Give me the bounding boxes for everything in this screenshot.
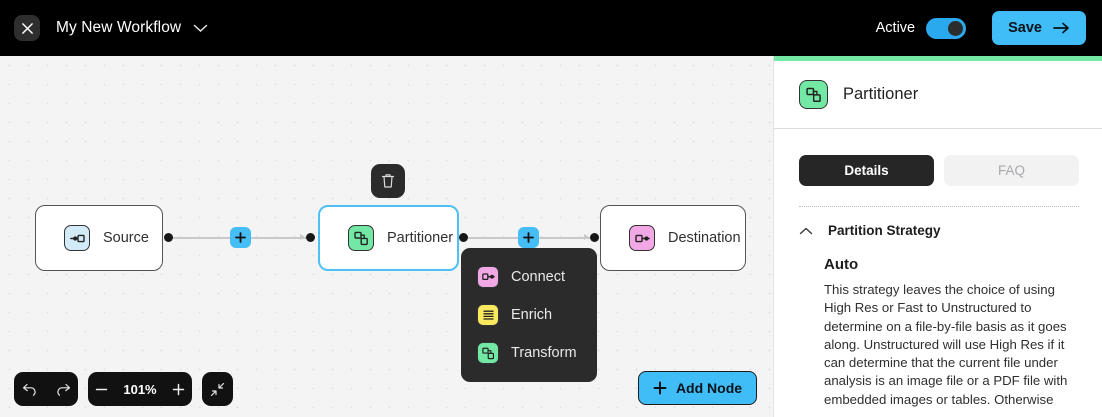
header-actions: Active Save (876, 11, 1086, 45)
partition-icon (348, 225, 374, 251)
dropdown-item-connect[interactable]: Connect (461, 258, 597, 296)
add-node-button[interactable]: Add Node (638, 371, 757, 405)
connect-icon (477, 266, 499, 288)
dropdown-item-transform-label: Transform (511, 345, 577, 361)
undo-icon (22, 383, 36, 396)
active-toggle[interactable] (926, 17, 967, 39)
node-source[interactable]: Source (35, 205, 163, 271)
app-header: My New Workflow Active Save (0, 0, 1102, 56)
tab-faq[interactable]: FAQ (944, 155, 1079, 186)
node-partitioner[interactable]: Partitioner (318, 205, 459, 271)
workflow-title-dropdown-button[interactable] (193, 24, 208, 33)
dropdown-item-enrich[interactable]: Enrich (461, 296, 597, 334)
panel-title: Partitioner (843, 85, 919, 103)
fit-screen-icon (210, 382, 225, 396)
edge-arrow-2 (584, 234, 589, 240)
zoom-level-label: 101% (123, 381, 157, 397)
panel-divider (799, 206, 1079, 207)
close-button[interactable] (14, 15, 40, 41)
dropdown-item-connect-label: Connect (511, 269, 566, 285)
tab-faq-label: FAQ (997, 163, 1025, 178)
trash-icon (381, 174, 395, 188)
plus-icon (172, 383, 184, 395)
plus-icon (653, 381, 667, 395)
save-button[interactable]: Save (992, 11, 1086, 45)
delete-node-button[interactable] (371, 164, 405, 198)
add-node-button-label: Add Node (675, 380, 743, 396)
strategy-description: This strategy leaves the choice of using… (824, 282, 1068, 407)
redo-button[interactable] (54, 383, 71, 396)
panel-tabs: Details FAQ (774, 129, 1102, 186)
panel-header: Partitioner (774, 61, 1102, 129)
dropdown-item-transform[interactable]: Transform (461, 334, 597, 372)
dropdown-item-enrich-label: Enrich (511, 307, 553, 323)
strategy-name: Auto (824, 256, 859, 273)
node-source-label: Source (103, 230, 149, 246)
destination-input-port[interactable] (590, 233, 599, 242)
transform-icon (477, 342, 499, 364)
redo-icon (56, 383, 70, 396)
plug-icon (64, 225, 90, 251)
panel-accent-bar (774, 56, 1102, 61)
details-panel: Partitioner Details FAQ Partition Strate… (773, 56, 1102, 417)
node-type-dropdown[interactable]: Connect Enrich Transform (461, 248, 597, 382)
workflow-canvas[interactable]: Source Partitioner Destination (0, 56, 773, 417)
plug-icon (629, 225, 655, 251)
partitioner-output-port[interactable] (459, 233, 468, 242)
zoom-toolbar: 101% (88, 372, 192, 406)
edge-arrow-1 (300, 234, 305, 240)
fit-screen-button[interactable] (210, 382, 225, 397)
enrich-icon (477, 304, 499, 326)
minus-icon (96, 388, 108, 390)
partition-icon (799, 80, 828, 109)
close-icon (21, 22, 33, 34)
arrow-right-icon (1053, 22, 1069, 34)
node-destination[interactable]: Destination (600, 205, 746, 271)
partition-strategy-section-header[interactable]: Partition Strategy (774, 207, 1102, 238)
plus-icon (523, 232, 534, 243)
chevron-down-icon (193, 24, 208, 32)
tab-details-label: Details (844, 163, 889, 178)
undo-button[interactable] (22, 383, 39, 396)
fit-toolbar (202, 372, 233, 406)
save-button-label: Save (1008, 20, 1042, 36)
partitioner-input-port[interactable] (306, 233, 315, 242)
tab-details[interactable]: Details (799, 155, 934, 186)
workflow-title[interactable]: My New Workflow (56, 19, 182, 36)
partition-strategy-title: Partition Strategy (828, 223, 941, 238)
undo-redo-toolbar (14, 372, 78, 406)
plus-icon (235, 232, 246, 243)
add-node-between-source-partitioner[interactable] (230, 227, 251, 248)
node-destination-label: Destination (668, 230, 741, 246)
zoom-out-button[interactable] (95, 383, 108, 396)
source-output-port[interactable] (164, 233, 173, 242)
chevron-up-icon (799, 227, 813, 234)
zoom-in-button[interactable] (172, 383, 185, 396)
add-node-between-partitioner-destination[interactable] (518, 227, 539, 248)
active-label: Active (875, 20, 916, 36)
node-partitioner-label: Partitioner (387, 230, 454, 246)
